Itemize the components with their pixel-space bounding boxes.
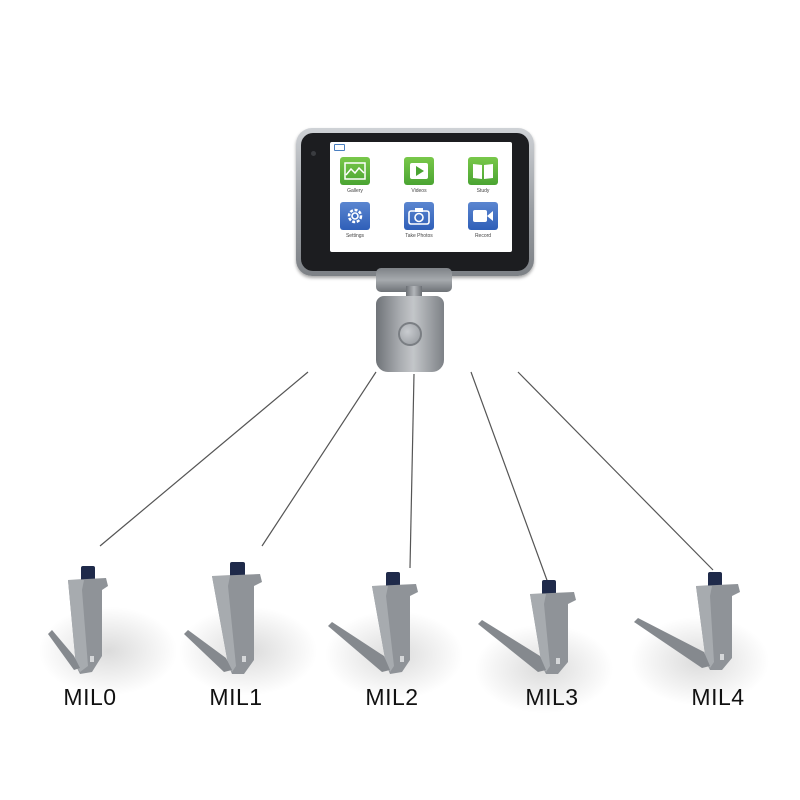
app-study[interactable]: Study — [462, 157, 506, 201]
app-take-photos[interactable]: Take Photos — [398, 202, 442, 246]
blade-mil0-image — [48, 566, 108, 674]
blade-mil1-image — [184, 562, 262, 674]
blade-mil3 — [474, 574, 614, 714]
app-label: Videos — [411, 188, 427, 194]
app-label: Gallery — [347, 188, 363, 194]
app-gallery[interactable]: Gallery — [334, 157, 378, 201]
video-icon — [468, 202, 498, 230]
monitor-screen: Gallery Videos — [330, 142, 512, 252]
video-monitor: Gallery Videos — [296, 128, 534, 276]
monitor-bezel: Gallery Videos — [301, 133, 529, 271]
app-label: Study — [476, 188, 490, 194]
blade-mil3-image — [478, 580, 576, 674]
blade-label-mil3: MIL3 — [525, 684, 579, 710]
gallery-icon — [340, 157, 370, 185]
blade-mil2 — [324, 560, 464, 700]
app-record[interactable]: Record — [462, 202, 506, 246]
app-label: Take Photos — [405, 233, 433, 239]
app-settings[interactable]: Settings — [334, 202, 378, 246]
app-label: Settings — [345, 233, 365, 239]
blade-label-mil2: MIL2 — [365, 684, 419, 710]
power-button[interactable] — [398, 322, 422, 346]
laryngoscope-handle — [376, 296, 444, 372]
blade-label-mil1: MIL1 — [209, 684, 263, 710]
app-videos[interactable]: Videos — [398, 157, 442, 201]
blade-mil0 — [38, 556, 178, 696]
blade-label-mil0: MIL0 — [63, 684, 117, 710]
blade-mil1 — [178, 556, 318, 696]
blade-mil4 — [630, 566, 770, 706]
camera-icon — [404, 202, 434, 230]
connector-line-mil0 — [99, 371, 309, 547]
app-label: Record — [474, 233, 492, 239]
gear-icon — [340, 202, 370, 230]
connector-line-mil3 — [470, 371, 549, 584]
book-icon — [468, 157, 498, 185]
connector-line-mil4 — [517, 371, 714, 571]
blade-mil4-image — [634, 572, 740, 670]
blade-mil2-image — [328, 572, 418, 674]
connector-line-mil1 — [261, 371, 377, 547]
blade-label-mil4: MIL4 — [691, 684, 745, 710]
front-camera-dot — [311, 151, 316, 156]
connector-line-mil2 — [409, 373, 415, 569]
status-bar — [330, 142, 512, 152]
battery-icon — [334, 144, 345, 151]
play-icon — [404, 157, 434, 185]
